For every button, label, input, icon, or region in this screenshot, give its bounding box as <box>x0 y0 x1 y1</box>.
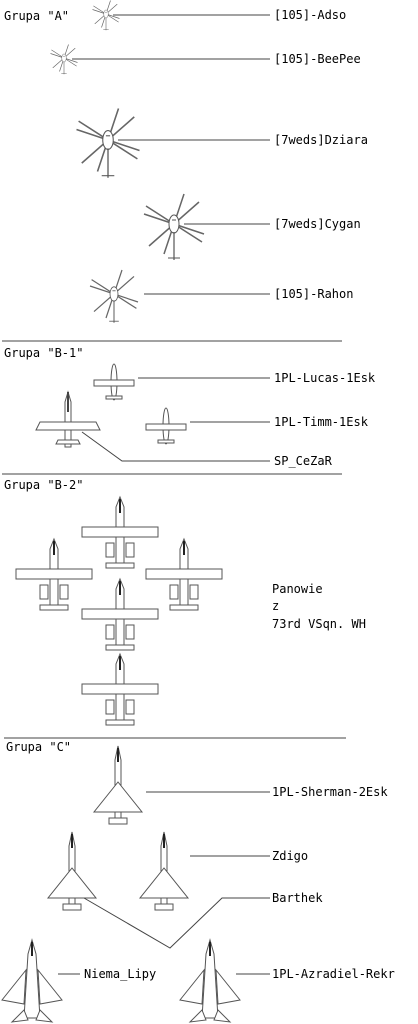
pilot-label: 1PL-Sherman-2Esk <box>272 785 388 799</box>
leader-line <box>81 431 270 462</box>
pilot-label: Zdigo <box>272 849 308 863</box>
pilot-label: [7weds]Cygan <box>274 217 361 231</box>
pilot-label: 1PL-Azradiel-Rekr <box>272 967 395 981</box>
pilot-label: 1PL-Lucas-1Esk <box>274 371 376 385</box>
trainer-plane-icon <box>145 407 187 445</box>
mig21-jet-icon <box>139 831 189 911</box>
pilot-label: Barthek <box>272 891 323 905</box>
mig21-jet-icon <box>47 831 97 911</box>
pilot-label: [105]-Rahon <box>274 287 353 301</box>
squadron-note-line: 73rd VSqn. WH <box>272 617 366 631</box>
group-c-title: Grupa "C" <box>6 740 71 754</box>
mig29-jet-icon <box>1 939 63 1023</box>
trainer-plane-icon <box>93 363 135 401</box>
attack-jet-icon <box>35 391 101 448</box>
group-b1-title: Grupa "B-1" <box>4 346 83 360</box>
helicopter-icon <box>89 269 139 324</box>
leader-line <box>83 897 270 949</box>
pilot-label: SP_CeZaR <box>274 454 333 468</box>
a10-jet-icon <box>81 578 159 651</box>
squadron-note-line: Panowie <box>272 582 323 596</box>
a10-jet-icon <box>81 653 159 726</box>
pilot-label: Niema_Lipy <box>84 967 156 981</box>
group-a-title: Grupa "A" <box>4 9 69 23</box>
group-b2-title: Grupa "B-2" <box>4 478 83 492</box>
helicopter-icon <box>143 193 205 261</box>
helicopter-icon <box>75 107 141 179</box>
pilot-label: [7weds]Dziara <box>274 133 368 147</box>
a10-jet-icon <box>81 496 159 569</box>
pilot-label: 1PL-Timm-1Esk <box>274 415 369 429</box>
a10-jet-icon <box>15 538 93 611</box>
squadron-note-line: z <box>272 599 279 613</box>
pilot-label: [105]-BeePee <box>274 52 361 66</box>
mig21-jet-icon <box>93 745 143 825</box>
a10-jet-icon <box>145 538 223 611</box>
mig29-jet-icon <box>179 939 241 1023</box>
pilot-label: [105]-Adso <box>274 8 346 22</box>
